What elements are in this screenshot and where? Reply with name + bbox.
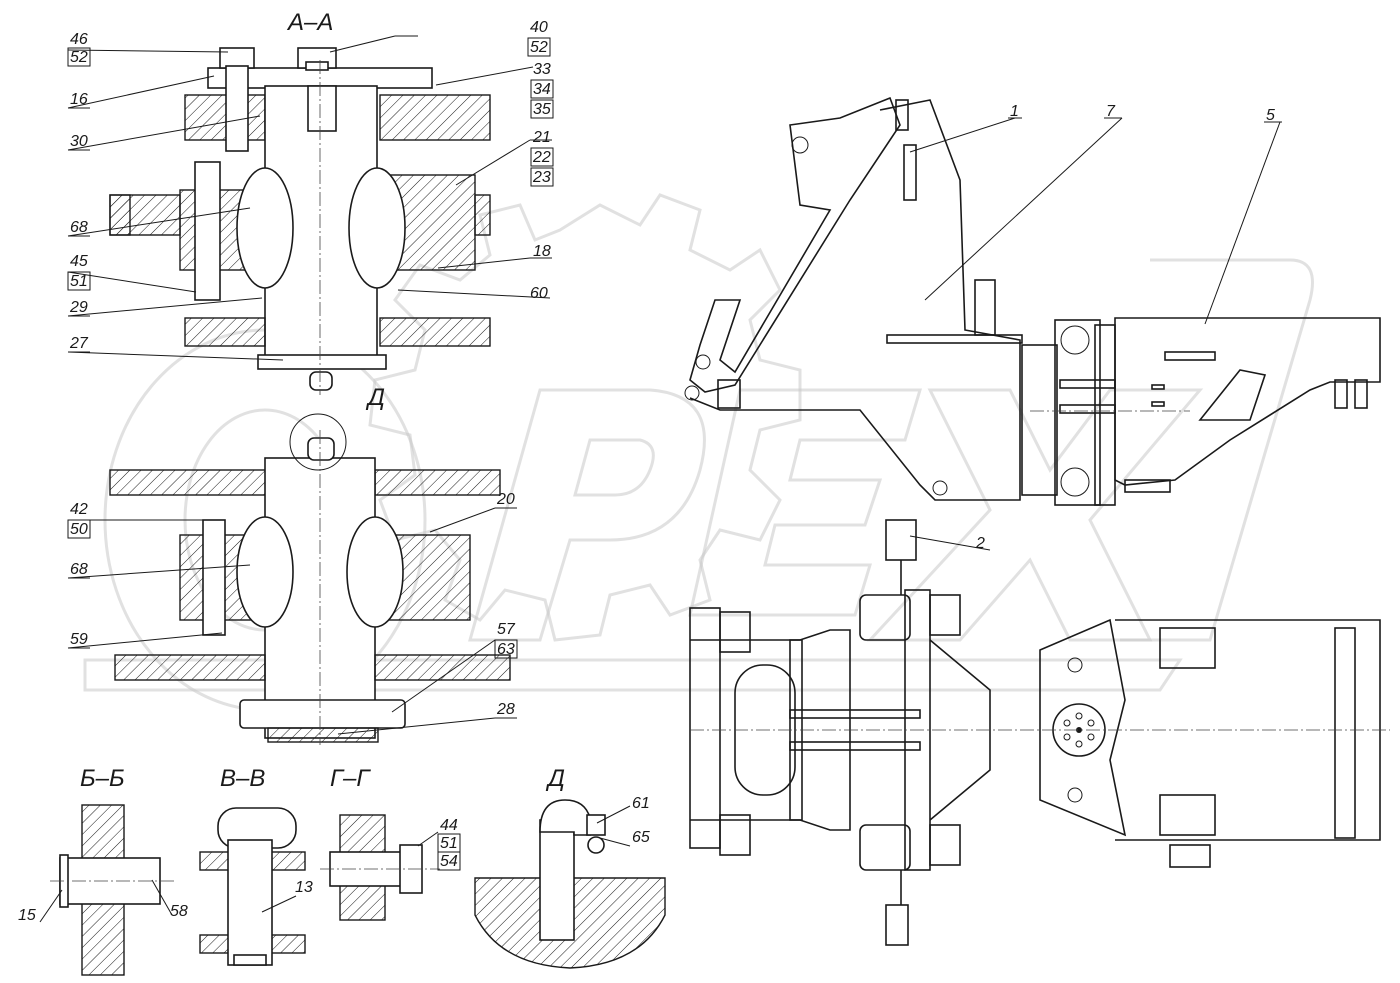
callout-61: 61 <box>632 795 650 812</box>
callout-60: 60 <box>530 285 548 302</box>
callout-68-lower: 68 <box>70 561 88 578</box>
callout-13: 13 <box>295 879 313 896</box>
section-title-bb: Б–Б <box>80 765 125 792</box>
section-aa-upper <box>109 47 491 395</box>
callout-34: 34 <box>533 81 551 98</box>
callout-18: 18 <box>533 243 551 260</box>
callout-labels: 46 52 40 52 33 34 35 16 30 21 22 23 68 1… <box>18 19 1275 924</box>
frame-top-view <box>689 589 1390 946</box>
callout-33: 33 <box>533 61 551 78</box>
callout-51-lower: 51 <box>440 835 458 852</box>
callout-1: 1 <box>1010 103 1019 120</box>
callout-58: 58 <box>170 903 188 920</box>
callout-52-left: 52 <box>70 49 88 66</box>
callout-16: 16 <box>70 91 88 108</box>
callout-63: 63 <box>497 641 515 658</box>
detail-d-drawing <box>474 799 666 969</box>
callout-42: 42 <box>70 501 88 518</box>
callout-50: 50 <box>70 521 88 538</box>
frame-side-view <box>684 96 1381 595</box>
callout-57: 57 <box>497 621 516 638</box>
callout-52-right: 52 <box>530 39 548 56</box>
callout-21: 21 <box>532 129 551 146</box>
section-vv-drawing <box>199 807 306 966</box>
callout-65: 65 <box>632 829 650 846</box>
leader-lines <box>39 35 1282 923</box>
section-aa-lower <box>109 413 511 745</box>
detail-mark-d: Д <box>365 384 385 411</box>
callout-40: 40 <box>530 19 548 36</box>
section-gg-drawing <box>320 814 440 921</box>
callout-51-upper: 51 <box>70 273 88 290</box>
callout-15: 15 <box>18 907 36 924</box>
section-title-gg: Г–Г <box>330 765 371 792</box>
callout-45: 45 <box>70 253 88 270</box>
callout-35: 35 <box>533 101 551 118</box>
callout-22: 22 <box>532 149 551 166</box>
section-title-aa: А–А <box>286 9 333 36</box>
callout-44: 44 <box>440 817 458 834</box>
callout-28: 28 <box>496 701 515 718</box>
callout-2: 2 <box>975 535 985 552</box>
callout-27: 27 <box>69 335 89 352</box>
section-bb-drawing <box>50 804 175 976</box>
callout-20: 20 <box>496 491 515 508</box>
callout-46: 46 <box>70 31 88 48</box>
callout-29: 29 <box>69 299 88 316</box>
section-title-vv: В–В <box>220 765 265 792</box>
callout-68-upper: 68 <box>70 219 88 236</box>
callout-7: 7 <box>1106 103 1116 120</box>
callout-30: 30 <box>70 133 88 150</box>
detail-title-d: Д <box>545 765 565 792</box>
callout-54: 54 <box>440 853 458 870</box>
callout-59: 59 <box>70 631 88 648</box>
callout-5: 5 <box>1266 107 1275 124</box>
callout-23: 23 <box>532 169 551 186</box>
